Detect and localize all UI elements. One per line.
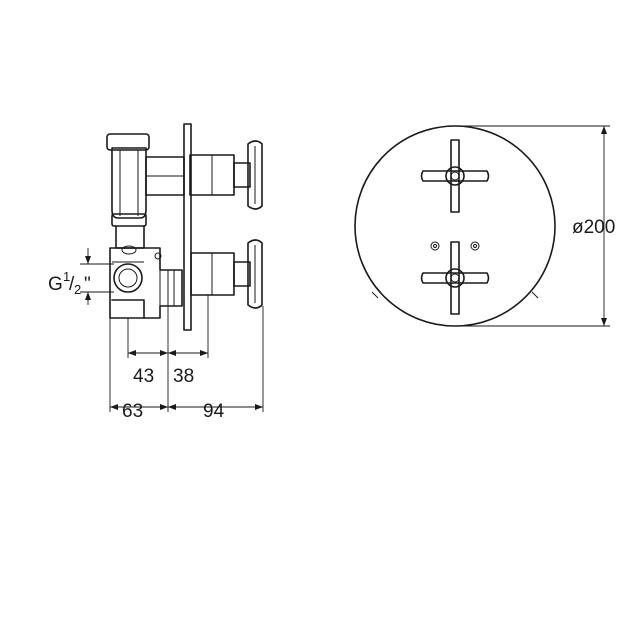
valve-body — [109, 247, 183, 319]
dimension-94: 94 — [203, 401, 225, 422]
thread-dimension: G 1 / 2 " — [48, 248, 114, 305]
lower-handle-side — [233, 239, 263, 309]
indicator-marks — [430, 241, 480, 251]
upper-cartridge — [106, 133, 150, 255]
lower-stem — [190, 252, 235, 296]
thread-label-separator: / — [69, 274, 75, 295]
thread-label-prefix: G — [48, 274, 63, 295]
thread-label-numerator: 1 — [63, 269, 70, 284]
thread-label-suffix: " — [84, 274, 91, 295]
dimension-43: 43 — [133, 366, 154, 387]
dimension-38: 38 — [173, 366, 194, 387]
upper-cross-handle — [420, 139, 490, 213]
depth-dimension-row: 43 38 — [128, 350, 208, 387]
upper-handle-side — [233, 140, 263, 210]
upper-stem — [145, 154, 235, 196]
inlet-port — [113, 263, 143, 293]
cover-plate — [354, 125, 556, 327]
dimension-63: 63 — [122, 401, 143, 422]
width-dimension-row: 63 94 — [110, 401, 263, 422]
extension-lines — [109, 295, 264, 412]
thread-label-denominator: 2 — [74, 282, 81, 297]
diameter-label: ø200 — [572, 217, 615, 238]
front-view: ø200 — [354, 125, 615, 327]
side-view: G 1 / 2 " 43 38 — [48, 123, 264, 422]
diameter-dimension: ø200 — [455, 125, 615, 327]
wall-plate — [183, 123, 192, 331]
lower-cross-handle — [420, 241, 490, 315]
